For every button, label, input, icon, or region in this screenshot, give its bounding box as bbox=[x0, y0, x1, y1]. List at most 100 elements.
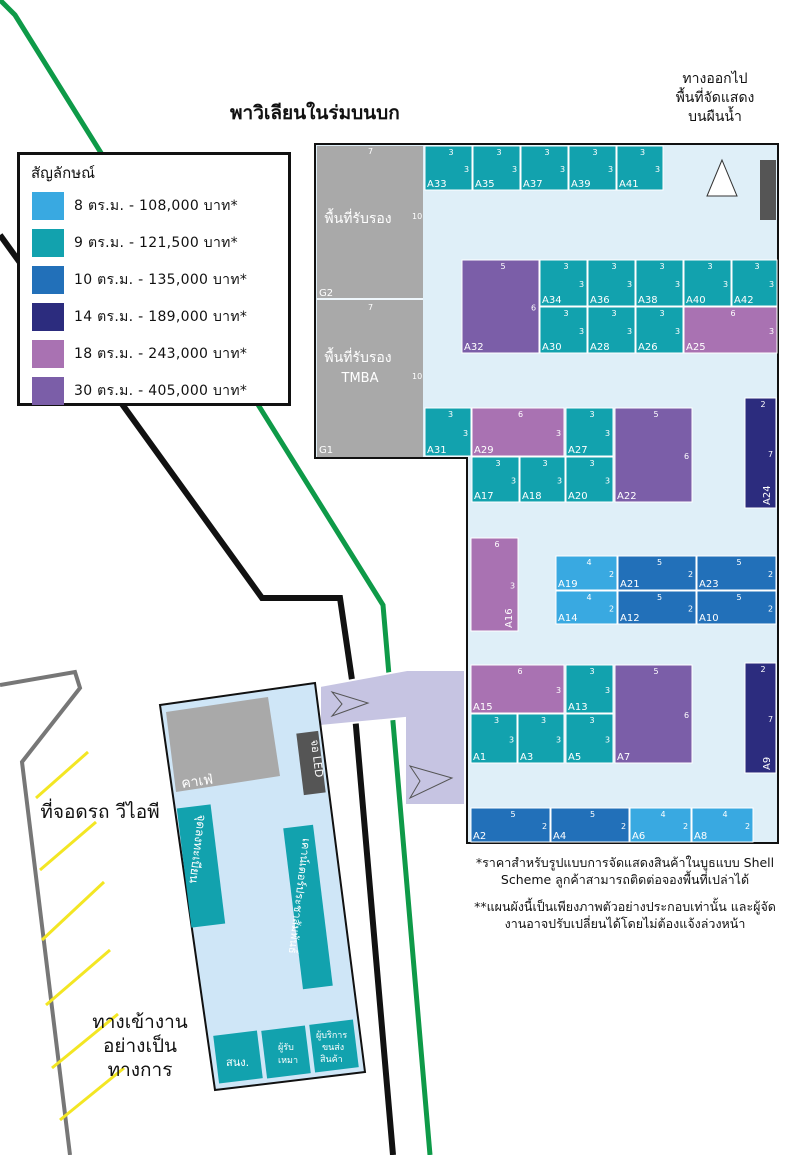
booth-label: A8 bbox=[694, 831, 707, 842]
booth-a31[interactable] bbox=[424, 407, 472, 457]
reception-g1-label-line1: พื้นที่รับรอง bbox=[324, 347, 391, 366]
booth-label: A3 bbox=[520, 752, 533, 763]
booth-label: A4 bbox=[553, 831, 566, 842]
booth-label: A35 bbox=[475, 179, 495, 190]
reception-g1-label-line2: TMBA bbox=[341, 371, 379, 386]
booth-label: A28 bbox=[590, 342, 610, 353]
contractor-label-2: เหมา bbox=[278, 1056, 298, 1066]
booth-label: A17 bbox=[474, 491, 494, 502]
booth-label: A30 bbox=[542, 342, 562, 353]
booth-a2[interactable] bbox=[470, 807, 551, 843]
booth-a23[interactable] bbox=[696, 555, 777, 591]
booth-a40[interactable] bbox=[683, 259, 732, 307]
booth-a7[interactable] bbox=[614, 664, 693, 764]
contractor-label-1: ผู้รับ bbox=[278, 1042, 294, 1053]
booth-dim-depth: 2 bbox=[621, 822, 626, 831]
booth-a3[interactable] bbox=[517, 713, 565, 764]
booth-dim-depth: 3 bbox=[608, 165, 613, 174]
booth-a32[interactable] bbox=[461, 259, 540, 354]
booth-a24[interactable] bbox=[744, 397, 777, 509]
reception-g1-id: G1 bbox=[319, 445, 333, 456]
direction-arrow-icon bbox=[408, 765, 454, 800]
booth-a16[interactable] bbox=[470, 537, 519, 632]
booth-a13[interactable] bbox=[565, 664, 614, 714]
booth-a26[interactable] bbox=[635, 306, 684, 354]
booth-a8[interactable] bbox=[691, 807, 754, 843]
booth-a36[interactable] bbox=[587, 259, 636, 307]
booth-label: A34 bbox=[542, 295, 562, 306]
booth-label: A13 bbox=[568, 702, 588, 713]
booth-a39[interactable] bbox=[568, 145, 617, 191]
booth-dim-width: 3 bbox=[494, 716, 499, 725]
booth-label: A39 bbox=[571, 179, 591, 190]
booth-label: A33 bbox=[427, 179, 447, 190]
booth-a25[interactable] bbox=[683, 306, 778, 354]
booth-a38[interactable] bbox=[635, 259, 684, 307]
booth-a33[interactable] bbox=[424, 145, 473, 191]
booth-a18[interactable] bbox=[519, 456, 566, 503]
cafe-label: คาเฟ่ bbox=[180, 772, 214, 792]
booth-label: A20 bbox=[568, 491, 588, 502]
booth-label: A18 bbox=[522, 491, 542, 502]
booth-a42[interactable] bbox=[731, 259, 778, 307]
booth-dim-width: 3 bbox=[708, 262, 713, 271]
booth-a12[interactable] bbox=[617, 590, 697, 625]
booth-a20[interactable] bbox=[565, 456, 614, 503]
booth-a21[interactable] bbox=[617, 555, 697, 591]
booth-a9[interactable] bbox=[744, 662, 777, 774]
direction-arrow-icon bbox=[330, 691, 370, 718]
led-screen-label: จอ LED bbox=[308, 739, 326, 778]
booth-label: A41 bbox=[619, 179, 639, 190]
booth-dim-width: 3 bbox=[590, 667, 595, 676]
booth-a29[interactable] bbox=[471, 407, 565, 457]
booth-a28[interactable] bbox=[587, 306, 636, 354]
booth-a6[interactable] bbox=[629, 807, 692, 843]
booths-layer: A3333A3533A3733A3933A4133A3433A3633A3833… bbox=[424, 145, 778, 843]
booth-a30[interactable] bbox=[539, 306, 588, 354]
booth-dim-width: 3 bbox=[590, 410, 595, 419]
booth-dim-width: 6 bbox=[518, 410, 523, 419]
office-room bbox=[213, 1030, 263, 1084]
booth-dim-depth: 6 bbox=[684, 711, 689, 720]
booth-a34[interactable] bbox=[539, 259, 588, 307]
booth-dim-depth: 3 bbox=[510, 582, 515, 591]
legend-label: 18 ตร.ม. - 243,000 บาท* bbox=[74, 346, 248, 362]
booth-a22[interactable] bbox=[614, 407, 693, 503]
booth-label: A19 bbox=[558, 579, 578, 590]
booth-dim-width: 3 bbox=[564, 309, 569, 318]
pavilion-title: พาวิเลียนในร่มบนบก bbox=[230, 102, 400, 124]
parking-stripes bbox=[35, 750, 125, 1122]
legend-swatch bbox=[32, 266, 64, 294]
booth-a1[interactable] bbox=[470, 713, 518, 764]
legend-item: 10 ตร.ม. - 135,000 บาท* bbox=[32, 266, 247, 294]
booth-a10[interactable] bbox=[696, 590, 777, 625]
booth-a41[interactable] bbox=[616, 145, 664, 191]
legend-label: 10 ตร.ม. - 135,000 บาท* bbox=[74, 272, 248, 288]
booth-dim-width: 3 bbox=[612, 309, 617, 318]
logistics-label-2: ขนส่ง bbox=[322, 1043, 344, 1053]
reception-area-g1 bbox=[317, 300, 423, 457]
booth-a35[interactable] bbox=[472, 145, 521, 191]
booth-dim-depth: 2 bbox=[768, 570, 773, 579]
booth-a37[interactable] bbox=[520, 145, 569, 191]
legend-item: 14 ตร.ม. - 189,000 บาท* bbox=[32, 303, 247, 331]
booth-a4[interactable] bbox=[550, 807, 630, 843]
booth-a5[interactable] bbox=[565, 713, 614, 764]
booth-label: A38 bbox=[638, 295, 658, 306]
booth-a14[interactable] bbox=[555, 590, 618, 625]
booth-a17[interactable] bbox=[471, 456, 520, 503]
booth-label: A15 bbox=[473, 702, 493, 713]
office-label: สนง. bbox=[226, 1056, 249, 1069]
booth-dim-depth: 3 bbox=[579, 280, 584, 289]
legend-swatch bbox=[32, 340, 64, 368]
booth-dim-depth: 3 bbox=[556, 736, 561, 745]
booth-a15[interactable] bbox=[470, 664, 565, 714]
booth-dim-depth: 3 bbox=[509, 736, 514, 745]
legend-label: 14 ตร.ม. - 189,000 บาท* bbox=[74, 309, 248, 325]
led-screen bbox=[296, 730, 326, 796]
booth-dim-width: 3 bbox=[448, 410, 453, 419]
booth-dim-depth: 3 bbox=[579, 327, 584, 336]
booth-a27[interactable] bbox=[565, 407, 614, 457]
booth-a19[interactable] bbox=[555, 555, 618, 591]
booth-label: A1 bbox=[473, 752, 486, 763]
